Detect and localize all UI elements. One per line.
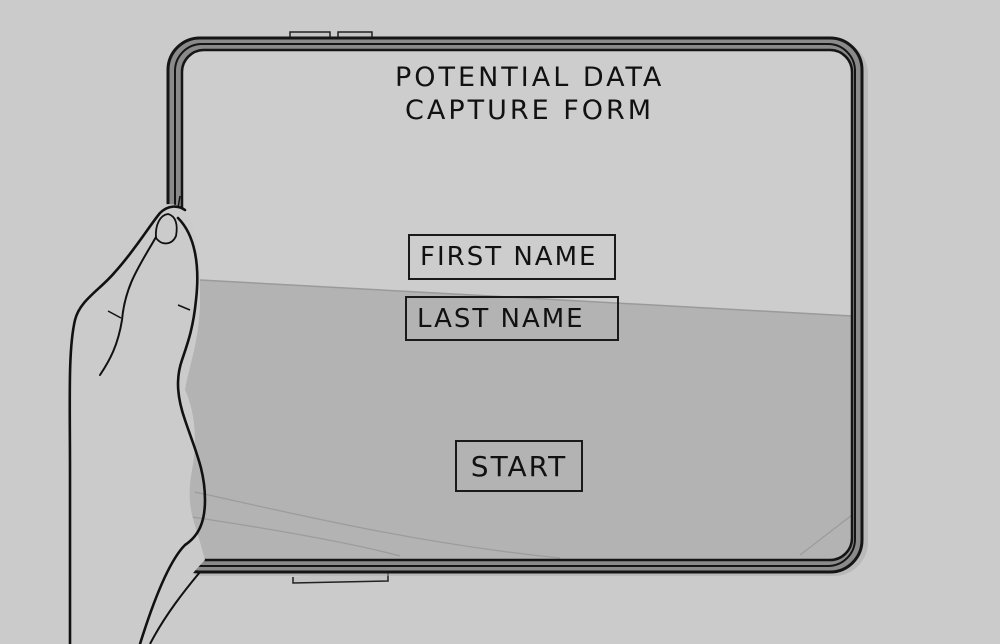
start-button-label: START	[470, 449, 568, 483]
form-title-line-1: POTENTIAL DATA	[395, 62, 665, 93]
last-name-field[interactable]: LAST NAME	[405, 296, 619, 341]
last-name-label: LAST NAME	[417, 303, 585, 334]
start-button[interactable]: START	[455, 440, 583, 492]
first-name-field[interactable]: FIRST NAME	[408, 234, 616, 280]
hand-illustration	[66, 195, 207, 644]
form-title-line-2: CAPTURE FORM	[405, 95, 655, 126]
first-name-label: FIRST NAME	[420, 242, 598, 272]
